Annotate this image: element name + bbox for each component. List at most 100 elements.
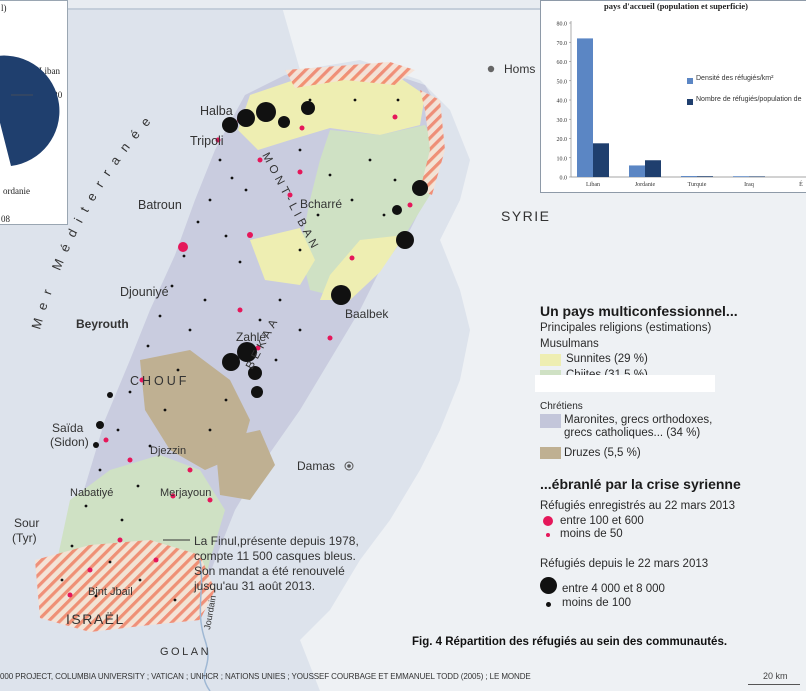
city-beyrouth: Beyrouth <box>76 317 129 331</box>
bar-chart-y-tick-label: 20.0 <box>557 137 568 143</box>
finul-zone-north <box>285 62 415 88</box>
finul-note-line1: La Finul,présente depuis 1978, <box>194 534 359 548</box>
inset-bar-chart: pays d'accueil (population et superficie… <box>540 0 806 193</box>
city-damas: Damas <box>297 459 335 473</box>
bar-chart-y-tick-label: 80.0 <box>557 22 568 28</box>
bar-chart-category-label: Iraq <box>744 182 754 188</box>
legend-moins-50: moins de 50 <box>560 528 623 540</box>
redaction-patch <box>535 375 715 392</box>
city-bint-jbail: Bint Jbail <box>88 586 133 598</box>
city-djouniye: Djouniyé <box>120 285 169 299</box>
bar-chart-y-tick-label: 70.0 <box>557 41 568 47</box>
city-saida-sidon: (Sidon) <box>50 435 89 449</box>
bar-chart-y-tick-label: 60.0 <box>557 60 568 66</box>
country-syrie: SYRIE <box>501 208 551 224</box>
city-bcharre: Bcharré <box>300 197 342 211</box>
legend-refugies-depuis: Réfugiés depuis le 22 mars 2013 <box>540 558 709 570</box>
city-djezzin: Djezzin <box>150 445 186 457</box>
finul-zone-east <box>420 90 445 195</box>
top-band <box>68 0 540 10</box>
bar-chart-category-label: Liban <box>586 182 600 188</box>
region-chouf: CHOUF <box>130 374 189 388</box>
finul-note-line2: compte 11 500 casques bleus. <box>194 549 356 563</box>
bar-chart-y-tick-label: 10.0 <box>557 156 568 162</box>
bar-chart-title: pays d'accueil (population et superficie… <box>603 1 749 11</box>
legend-swatch-series-1 <box>687 78 693 84</box>
inset-left-lower-label: ordanie <box>3 186 30 196</box>
damas-marker <box>344 461 354 471</box>
city-homs: Homs <box>504 62 535 76</box>
inset-left-pie <box>0 55 60 166</box>
city-batroun: Batroun <box>138 198 182 212</box>
area-chiites-bekaa <box>300 125 440 300</box>
city-saida: Saïda <box>52 421 84 435</box>
scale-label: 20 km <box>763 671 788 681</box>
source-credit: 000 PROJECT, COLUMBIA UNIVERSITY ; VATIC… <box>0 672 531 681</box>
bar-chart-y-tick-label: 40.0 <box>557 99 568 105</box>
city-merjayoun: Merjayoun <box>160 487 211 499</box>
city-nabatiye: Nabatiyé <box>70 487 113 499</box>
legend-swatch-druzes <box>540 447 561 459</box>
bar-chart-category-label: Jordanie <box>635 182 656 188</box>
homs-marker <box>487 65 495 73</box>
city-tyr: (Tyr) <box>12 531 37 545</box>
legend-moins-100: moins de 100 <box>562 597 632 609</box>
inset-left-lower-value: 08 <box>1 214 10 224</box>
bar-chart-bar <box>697 176 713 177</box>
legend-maronites-1: Maronites, grecs orthodoxes, <box>564 414 713 426</box>
figure-caption: Fig. 4 Répartition des réfugiés au sein … <box>412 636 728 648</box>
area-sunnites-north <box>238 74 425 150</box>
country-israel: ISRAËL <box>66 611 125 627</box>
city-sour: Sour <box>14 516 39 530</box>
legend-title-2: ...ébranlé par la crise syrienne <box>540 476 741 492</box>
bar-chart-bar <box>577 38 593 178</box>
legend-dot-red-small <box>546 533 550 537</box>
inset-left-country-label: Liban <box>39 66 60 76</box>
jordan-river <box>199 559 211 691</box>
city-halba: Halba <box>200 104 233 118</box>
city-zahle: Zahlé <box>236 330 266 344</box>
damas-marker-dot <box>347 464 351 468</box>
city-tripoli: Tripoli <box>190 134 224 148</box>
finul-note-line4: jusqu'au 31 août 2013. <box>193 579 315 593</box>
legend-entre-4000-8000: entre 4 000 et 8 000 <box>562 583 665 595</box>
bar-chart-y-tick-label: 50.0 <box>557 79 568 85</box>
area-sunnites-bekaa <box>320 235 405 300</box>
bar-chart-y-tick-label: 30.0 <box>557 118 568 124</box>
finul-note-line3: Son mandat a été renouvelé <box>194 564 345 578</box>
bar-chart-category-label: Turquie <box>688 182 707 188</box>
bar-chart-bar <box>593 143 609 177</box>
legend-chretiens: Chrétiens <box>540 401 583 412</box>
area-druzes-hasbaya <box>215 430 275 500</box>
finul-zone-south <box>35 540 215 632</box>
city-baalbek: Baalbek <box>345 307 389 321</box>
legend-dot-black-large <box>540 577 557 594</box>
legend-label-series-1: Densité des réfugiés/km² <box>696 75 774 82</box>
legend-musulmans: Musulmans <box>540 338 599 350</box>
bar-chart-y-tick-label: 0.0 <box>560 176 568 182</box>
bar-chart-svg: 0.0 10.0 20.0 30.0 40.0 50.0 60.0 70.0 80.0Liban… <box>557 21 806 188</box>
inset-pie-fragment: l) Liban 752 120 ordanie 08 <box>0 0 68 225</box>
legend-swatch-maronites <box>540 414 561 428</box>
country-golan: GOLAN <box>160 646 211 658</box>
bar-chart-bar <box>749 176 765 178</box>
scale-bar <box>748 684 800 685</box>
legend-entre-100-600: entre 100 et 600 <box>560 515 644 527</box>
legend-sunnites: Sunnites (29 %) <box>566 353 648 365</box>
legend-maronites-2: grecs catholiques... (34 %) <box>564 427 701 439</box>
legend-druzes: Druzes (5,5 %) <box>564 447 641 459</box>
bar-chart-bar <box>645 160 661 177</box>
bar-chart-bar <box>629 165 645 177</box>
legend-subtitle-1: Principales religions (estimations) <box>540 322 712 334</box>
legend-dot-black-small <box>546 602 551 607</box>
bar-chart-category-label: É <box>799 180 803 188</box>
bar-chart-bar <box>681 176 697 177</box>
legend-dot-red-large <box>543 516 553 526</box>
refugee-dots <box>60 98 428 602</box>
legend-label-series-2: Nombre de réfugiés/population de <box>696 96 802 103</box>
legend-title-1: Un pays multiconfessionnel... <box>540 303 738 319</box>
inset-left-top-fragment: l) <box>1 3 7 13</box>
legend-swatch-sunnites <box>540 354 561 366</box>
legend-swatch-series-2 <box>687 99 693 105</box>
bar-chart-bar <box>733 176 749 177</box>
